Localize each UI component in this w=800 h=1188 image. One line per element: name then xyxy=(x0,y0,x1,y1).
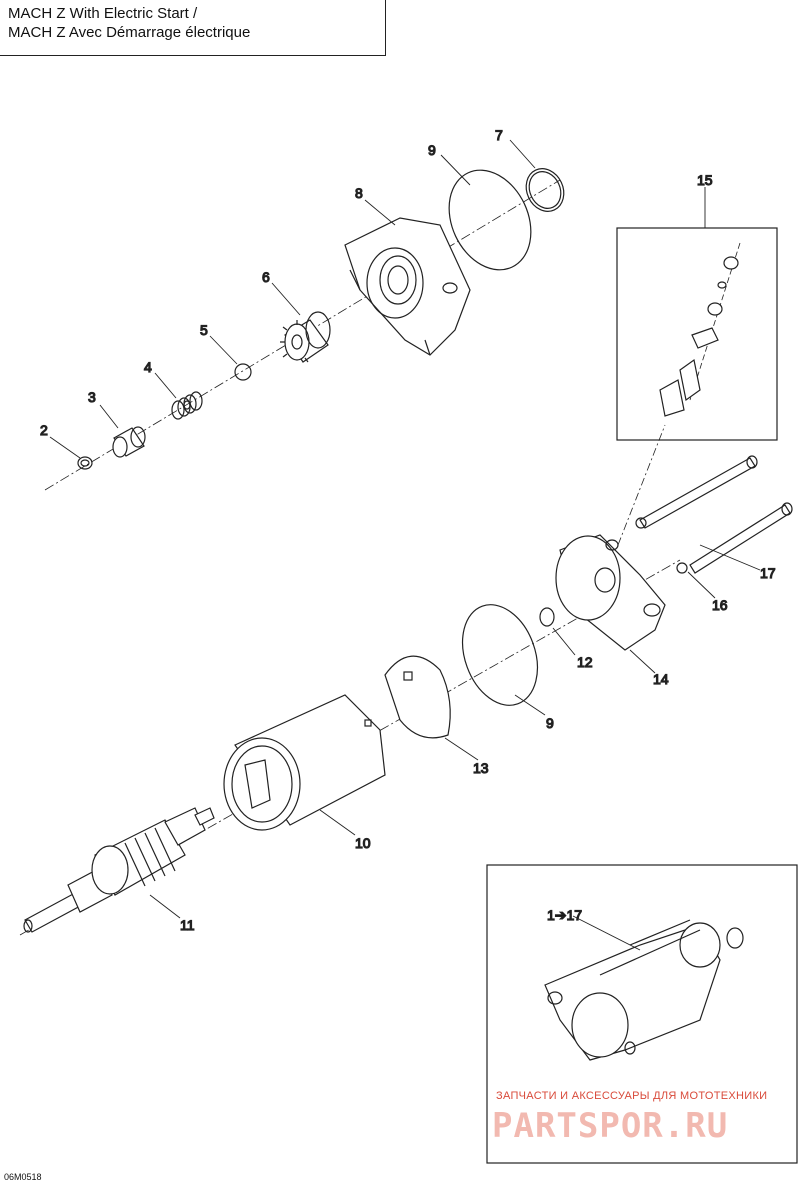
callout-8: 8 xyxy=(355,185,363,201)
callout-16: 16 xyxy=(712,597,728,613)
callout-10: 10 xyxy=(355,835,371,851)
spring-part xyxy=(171,391,203,420)
o-ring-lower-part xyxy=(462,604,538,706)
figure-code: 06M0518 xyxy=(4,1172,42,1182)
lock-washer-part-a xyxy=(635,517,647,529)
callout-assembly: 1➔17 xyxy=(547,907,582,923)
title-french: MACH Z Avec Démarrage électrique xyxy=(8,24,251,41)
callout-11: 11 xyxy=(180,917,195,933)
watermark-subtitle: ЗАПЧАСТИ И АКСЕССУАРЫ ДЛЯ МОТОТЕХНИКИ xyxy=(496,1090,768,1102)
watermark-logo: PARTSPOR.RU xyxy=(492,1106,729,1146)
leader-lines xyxy=(49,139,761,951)
callout-9-lower: 9 xyxy=(546,715,554,731)
callout-2: 2 xyxy=(40,422,48,438)
callout-14: 14 xyxy=(653,671,669,687)
title-box: MACH Z With Electric Start / MACH Z Avec… xyxy=(0,0,386,56)
callout-6: 6 xyxy=(262,269,270,285)
callout-4: 4 xyxy=(144,359,152,375)
callout-15: 15 xyxy=(697,172,713,188)
snap-ring-part xyxy=(77,456,93,470)
title-english: MACH Z With Electric Start / xyxy=(8,5,198,22)
field-housing-part xyxy=(223,694,386,831)
lock-washer-part-b xyxy=(676,562,688,574)
callout-5: 5 xyxy=(200,322,208,338)
callout-12: 12 xyxy=(577,654,593,670)
through-bolt-part-a xyxy=(639,455,758,529)
callout-13: 13 xyxy=(473,760,489,776)
callout-3: 3 xyxy=(88,389,96,405)
assembled-starter-view xyxy=(486,864,798,1164)
axis-line-bolt xyxy=(617,424,666,546)
pinion-gear-part xyxy=(280,311,331,363)
axis-line-upper xyxy=(44,179,561,491)
brush-holder-detail xyxy=(616,227,778,441)
retaining-ring-part xyxy=(234,363,252,381)
armature-part xyxy=(23,807,215,933)
callout-7: 7 xyxy=(495,127,503,143)
through-bolt-part-b xyxy=(689,502,793,574)
drive-housing-part xyxy=(344,217,471,356)
callout-9-upper: 9 xyxy=(428,142,436,158)
o-ring-small-part xyxy=(525,168,565,212)
end-housing-part xyxy=(555,534,666,651)
sleeve-part xyxy=(112,426,146,458)
o-ring-upper-part xyxy=(448,169,532,271)
small-o-ring-part xyxy=(539,607,555,627)
brush-plate-part xyxy=(384,655,451,739)
callout-17: 17 xyxy=(760,565,776,581)
